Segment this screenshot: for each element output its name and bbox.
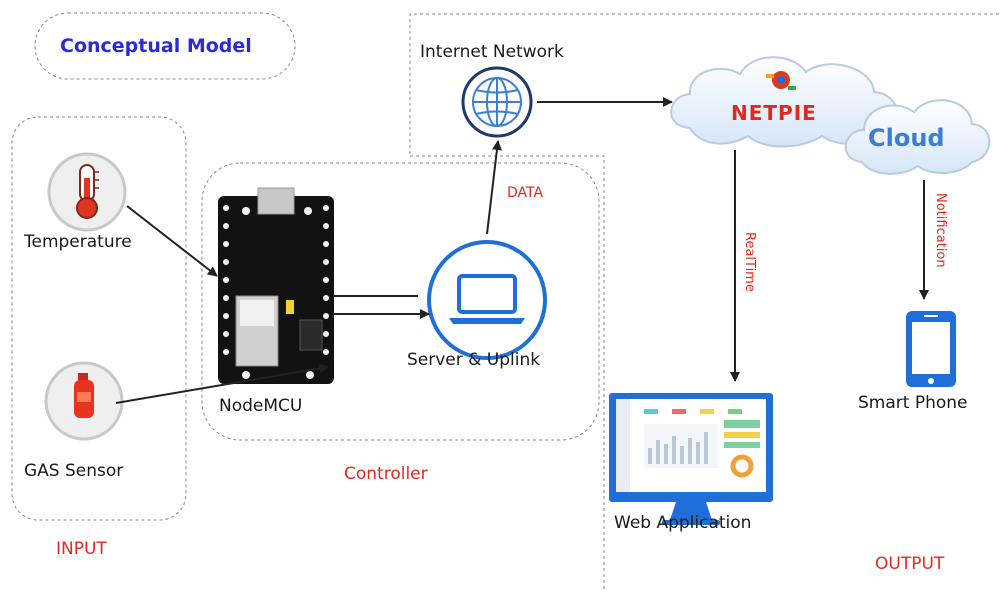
- nodemcu-pins: [223, 205, 329, 379]
- realtime-edge-label: RealTime: [742, 232, 757, 292]
- laptop-icon: [427, 240, 547, 360]
- input-group-box: [11, 116, 187, 521]
- globe-icon: [461, 66, 533, 138]
- input-group-label: INPUT: [56, 539, 107, 559]
- netpie-cloud: [670, 56, 899, 148]
- output-group-label: OUTPUT: [875, 554, 945, 574]
- nodemcu-board: [218, 187, 334, 384]
- internet-label: Internet Network: [420, 42, 564, 62]
- title-box: [34, 12, 296, 80]
- smartphone-icon: [906, 311, 956, 387]
- controller-group-box: [201, 162, 600, 441]
- data-edge-label: DATA: [507, 185, 544, 201]
- smart-phone-label: Smart Phone: [858, 393, 968, 413]
- internet-region-border: [409, 13, 1001, 154]
- thermometer-icon: [47, 152, 127, 232]
- cloud-icon: [844, 99, 991, 175]
- netpie-label: NETPIE: [731, 101, 817, 125]
- nodemcu-label: NodeMCU: [219, 396, 303, 416]
- output-region-border: [410, 155, 605, 592]
- cloud-label: Cloud: [868, 124, 945, 152]
- arrow-server-to-internet: [486, 140, 502, 235]
- web-application-label: Web Application: [614, 513, 752, 533]
- gas-sensor-label: GAS Sensor: [24, 461, 124, 481]
- arrow-gas-to-nodemcu: [115, 363, 329, 404]
- server-label: Server & Uplink: [407, 350, 541, 370]
- monitor-icon: [609, 393, 773, 525]
- arrow-temperature-to-nodemcu: [126, 205, 218, 277]
- temperature-label: Temperature: [24, 232, 132, 252]
- diagram-title: Conceptual Model: [60, 35, 252, 57]
- controller-group-label: Controller: [344, 464, 428, 484]
- gas-cylinder-icon: [44, 361, 124, 441]
- notification-edge-label: Notification: [933, 193, 948, 268]
